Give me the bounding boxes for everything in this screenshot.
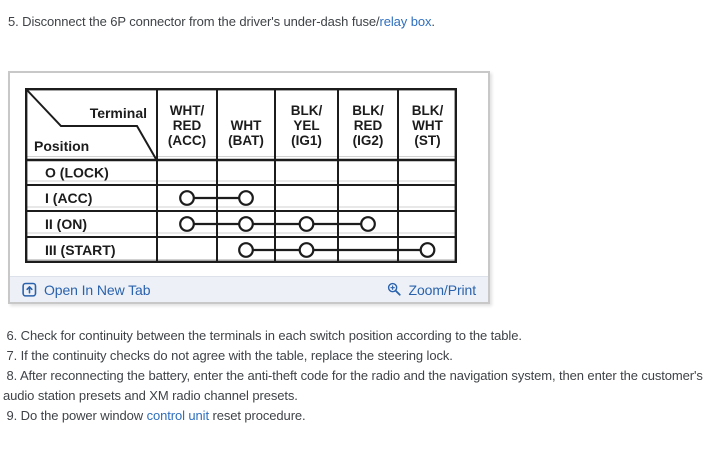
- continuity-terminal-circle: [179, 190, 195, 206]
- terminal-column-header: (IG1): [291, 133, 322, 148]
- step-5-text: 5. Disconnect the 6P connector from the …: [8, 14, 380, 29]
- continuity-terminal-circle: [298, 216, 315, 232]
- step-8: 8. After reconnecting the battery, enter…: [3, 368, 707, 403]
- corner-terminal-label: Terminal: [90, 105, 147, 121]
- terminal-column-header: BLK/: [352, 103, 384, 118]
- zoom-print-link[interactable]: Zoom/Print: [387, 282, 476, 298]
- terminal-column-header: (BAT): [228, 133, 264, 148]
- position-row-label: O (LOCK): [45, 165, 109, 181]
- corner-diagonal-line: [25, 88, 157, 160]
- continuity-terminal-circle: [360, 216, 376, 232]
- control-unit-link[interactable]: control unit: [146, 408, 210, 423]
- terminal-column-header: WHT: [412, 118, 443, 133]
- position-row-label: I (ACC): [45, 190, 92, 206]
- viewer-toolbar: Open In New Tab Zoom/Print: [10, 276, 488, 302]
- step-9-text-before: 9. Do the power window: [3, 408, 147, 423]
- continuity-terminal-circle: [238, 190, 254, 206]
- step-6: 6. Check for continuity between the term…: [3, 328, 522, 343]
- terminal-column-header: RED: [354, 118, 383, 133]
- terminal-column-header: BLK/: [412, 103, 444, 118]
- open-in-new-tab-label: Open In New Tab: [44, 281, 151, 298]
- terminal-column-header: BLK/: [291, 103, 323, 118]
- step-5-period: .: [431, 14, 435, 29]
- terminal-column-header: YEL: [293, 118, 319, 133]
- terminal-column-header: (ACC): [168, 133, 206, 148]
- corner-position-label: Position: [34, 138, 89, 154]
- magnifier-plus-icon: [387, 282, 401, 296]
- terminal-column-header: WHT: [231, 118, 262, 133]
- step-9: 9. Do the power window control unit rese…: [3, 406, 716, 426]
- position-row-label: II (ON): [45, 216, 87, 232]
- open-in-new-tab-link[interactable]: Open In New Tab: [22, 281, 151, 298]
- terminal-column-header: (IG2): [353, 133, 384, 148]
- continuity-terminal-circle: [179, 216, 195, 232]
- ignition-switch-continuity-table: TerminalPositionWHT/RED(ACC)WHT(BAT)BLK/…: [25, 88, 457, 263]
- continuity-terminal-circle: [238, 216, 254, 232]
- step-5: 5. Disconnect the 6P connector from the …: [8, 12, 716, 32]
- steps-list: 6. Check for continuity between the term…: [0, 326, 716, 426]
- terminal-column-header: RED: [173, 118, 202, 133]
- continuity-terminal-circle: [238, 242, 254, 258]
- open-in-new-tab-icon: [22, 282, 37, 297]
- relay-box-link[interactable]: relay box: [379, 14, 432, 29]
- terminal-column-header: (ST): [414, 133, 440, 148]
- continuity-terminal-circle: [419, 242, 436, 258]
- step-9-text-after: reset procedure.: [208, 408, 306, 423]
- zoom-print-label: Zoom/Print: [408, 281, 477, 298]
- continuity-terminal-circle: [298, 242, 315, 258]
- position-row-label: III (START): [45, 242, 116, 258]
- step-7: 7. If the continuity checks do not agree…: [3, 348, 453, 363]
- terminal-column-header: WHT/: [170, 103, 205, 118]
